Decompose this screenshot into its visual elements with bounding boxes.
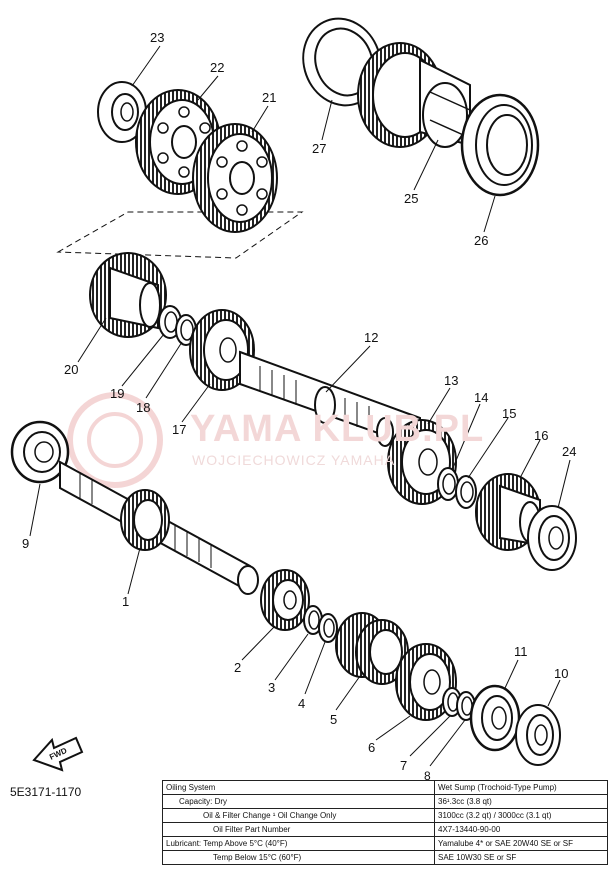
watermark-logo — [67, 392, 163, 488]
callout-24: 24 — [562, 444, 576, 459]
part-17-gear — [189, 309, 255, 391]
oil-spec-table: Oiling System Wet Sump (Trochoid-Type Pu… — [162, 780, 608, 865]
part-1-drive-axle — [59, 460, 259, 595]
spec-label: Oil & Filter Change ¹ Oil Change Only — [162, 808, 435, 823]
callout-27: 27 — [312, 141, 326, 156]
table-row: Lubricant: Temp Above 5°C (40°F) Yamalub… — [162, 836, 608, 851]
subassembly-dashed-frame — [56, 211, 304, 259]
callout-15: 15 — [502, 406, 516, 421]
callout-20: 20 — [64, 362, 78, 377]
spec-value: 36¹.3cc (3.8 qt) — [434, 794, 608, 809]
part-25-gear-assembly — [357, 42, 471, 148]
transmission-exploded-diagram: 23 22 21 27 25 26 20 19 18 17 12 13 14 1… — [10, 17, 577, 780]
document-code: 5E3171-1170 — [10, 785, 82, 799]
callout-3: 3 — [268, 680, 275, 695]
callout-5: 5 — [330, 712, 337, 727]
callout-21: 21 — [262, 90, 276, 105]
spec-label: Oiling System — [162, 780, 435, 795]
watermark-subtitle: WOJCIECHOWICZ YAMAHA — [192, 452, 396, 468]
callout-1: 1 — [122, 594, 129, 609]
callout-16: 16 — [534, 428, 548, 443]
callout-6: 6 — [368, 740, 375, 755]
part-24-bearing — [527, 505, 577, 571]
callout-17: 17 — [172, 422, 186, 437]
spec-label: Temp Below 15°C (60°F) — [162, 850, 435, 865]
spec-label: Capacity: Dry — [162, 794, 435, 809]
part-14-washer — [437, 467, 459, 501]
part-15-circlip — [455, 475, 477, 509]
spec-value: Yamalube 4* or SAE 20W40 SE or SF — [434, 836, 608, 851]
table-row: Temp Below 15°C (60°F) SAE 10W30 SE or S… — [162, 850, 608, 865]
part-11-bearing — [469, 684, 521, 752]
part-9-bearing — [10, 420, 70, 484]
callout-12: 12 — [364, 330, 378, 345]
watermark-title: YAMA KLUB.PL — [190, 408, 485, 450]
callout-18: 18 — [136, 400, 150, 415]
callout-4: 4 — [298, 696, 305, 711]
spec-value: 4X7-13440-90-00 — [434, 822, 608, 837]
part-4-circlip — [318, 613, 338, 643]
part-21-gear — [192, 123, 278, 233]
table-row: Oil & Filter Change ¹ Oil Change Only 31… — [162, 808, 608, 823]
callout-2: 2 — [234, 660, 241, 675]
callout-10: 10 — [554, 666, 568, 681]
table-row: Capacity: Dry 36¹.3cc (3.8 qt) — [162, 794, 608, 809]
part-5-gear — [335, 612, 409, 685]
spec-label: Lubricant: Temp Above 5°C (40°F) — [162, 836, 435, 851]
part-10-seal — [515, 704, 561, 766]
table-row: Oiling System Wet Sump (Trochoid-Type Pu… — [162, 780, 608, 795]
part-20-gear — [89, 252, 167, 338]
callout-11: 11 — [514, 644, 528, 659]
callout-26: 26 — [474, 233, 488, 248]
callout-23: 23 — [150, 30, 164, 45]
callout-9: 9 — [22, 536, 29, 551]
callout-25: 25 — [404, 191, 418, 206]
part-6-gear — [395, 643, 457, 721]
fwd-arrow-icon: FWD — [32, 736, 84, 772]
callout-7: 7 — [400, 758, 407, 773]
part-26-bearing — [460, 93, 540, 197]
spec-value: SAE 10W30 SE or SF — [434, 850, 608, 865]
callout-22: 22 — [210, 60, 224, 75]
part-23-bearing — [97, 81, 147, 143]
spec-label: Oil Filter Part Number — [162, 822, 435, 837]
callout-13: 13 — [444, 373, 458, 388]
spec-value: Wet Sump (Trochoid-Type Pump) — [434, 780, 608, 795]
spec-value: 3100cc (3.2 qt) / 3000cc (3.1 qt) — [434, 808, 608, 823]
part-2-gear — [260, 569, 310, 631]
callout-14: 14 — [474, 390, 488, 405]
callout-8: 8 — [424, 769, 431, 780]
table-row: Oil Filter Part Number 4X7-13440-90-00 — [162, 822, 608, 837]
callout-19: 19 — [110, 386, 124, 401]
leader-lines — [29, 45, 571, 767]
